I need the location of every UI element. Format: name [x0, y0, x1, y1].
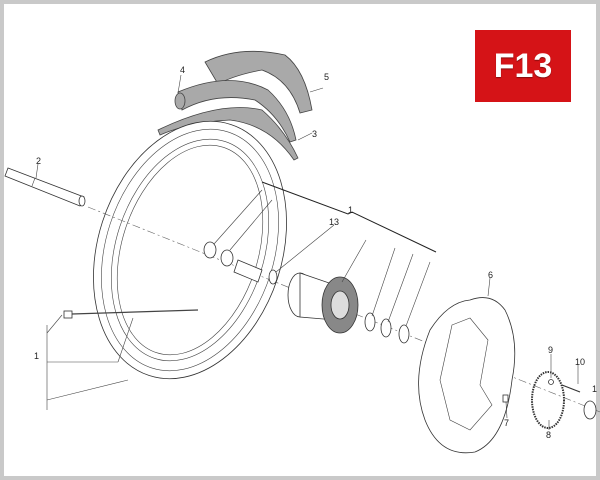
spacer-tube: [233, 259, 263, 283]
bearing-right: [364, 312, 376, 332]
callout-9: 9: [548, 345, 553, 355]
callout-5: 5: [324, 72, 329, 82]
callout-4: 4: [180, 65, 185, 75]
seal-left: [203, 241, 217, 259]
abs-ring-part: [531, 371, 565, 429]
callout-7: 7: [504, 418, 509, 428]
callout-1: 1: [348, 205, 353, 215]
spacer-right: [583, 400, 597, 420]
brake-disc-part: [418, 297, 516, 454]
callout-2: 2: [36, 156, 41, 166]
spacer-13: [268, 269, 278, 285]
washer: [548, 379, 554, 385]
spacer-ring: [380, 318, 392, 338]
callout-3: 3: [312, 129, 317, 139]
callout-1-edge: 1: [592, 384, 597, 394]
callout-8: 8: [546, 430, 551, 440]
abs-screw: [561, 384, 581, 393]
figure-code-badge: F13: [475, 30, 571, 102]
seal-right: [398, 324, 410, 344]
callout-10: 10: [575, 357, 585, 367]
inner-tube-part: [177, 80, 297, 143]
axle-part: [4, 167, 86, 207]
callout-13: 13: [329, 217, 339, 227]
callout-6: 6: [488, 270, 493, 280]
tyre-part: [204, 50, 313, 114]
bearing-left: [220, 249, 234, 267]
callout-1-brace: 1: [34, 351, 39, 361]
hub-part: [287, 272, 359, 334]
disc-screw: [502, 394, 509, 403]
